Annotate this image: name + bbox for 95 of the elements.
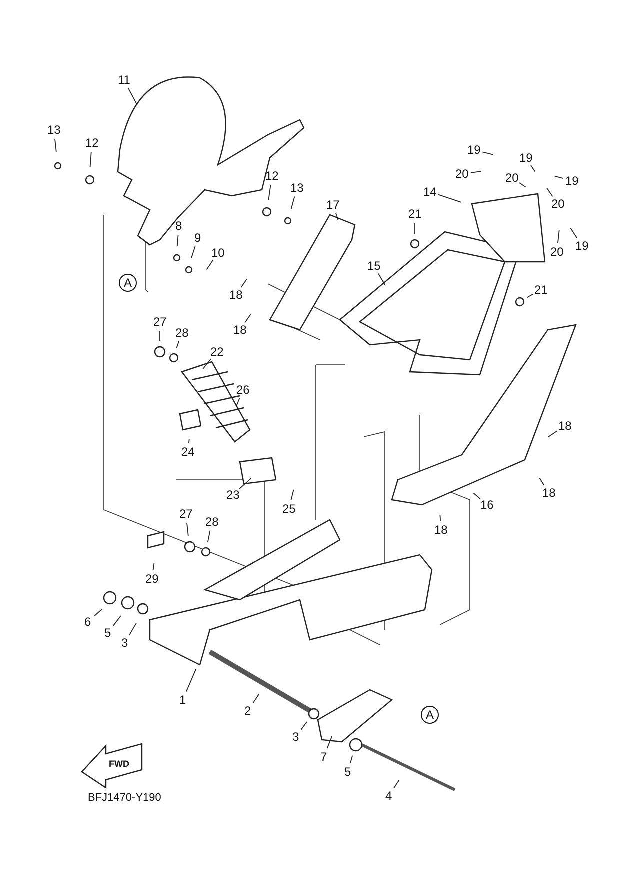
callout-number: 13 <box>48 124 61 136</box>
leader-line <box>176 341 180 349</box>
leader-line <box>240 278 248 288</box>
callout-number: 23 <box>226 489 240 501</box>
leader-line <box>186 669 196 692</box>
callout-number: 15 <box>368 260 381 272</box>
leader-line <box>326 736 333 750</box>
leader-line <box>414 222 416 234</box>
callout-number: 29 <box>146 573 159 585</box>
callout-number: 26 <box>236 384 250 396</box>
leader-line <box>252 694 260 704</box>
leader-line <box>526 294 534 298</box>
leader-line <box>378 273 386 286</box>
leader-line <box>113 616 122 626</box>
callout-number: 18 <box>558 420 572 432</box>
leader-line <box>90 152 92 168</box>
callout-number: 12 <box>86 137 99 149</box>
leader-line <box>539 478 545 486</box>
callout-number: 28 <box>176 327 189 339</box>
leader-line <box>570 228 578 239</box>
callout-number: 13 <box>290 182 304 194</box>
leader-line <box>554 176 564 180</box>
leader-line <box>482 152 494 156</box>
leader-line <box>393 780 400 789</box>
leader-line <box>440 514 442 522</box>
callout-number: 7 <box>320 751 328 763</box>
leader-line <box>519 182 526 188</box>
callout-number: 12 <box>266 170 279 182</box>
callout-number: 20 <box>456 168 469 180</box>
callout-number: 24 <box>182 446 195 458</box>
leader-line <box>188 438 190 444</box>
callout-number: 27 <box>180 508 193 520</box>
leader-line <box>176 234 179 246</box>
callout-number: 25 <box>282 503 296 515</box>
callout-number: 4 <box>386 790 392 802</box>
callout-number: 20 <box>506 172 519 184</box>
callout-number: 28 <box>206 516 219 528</box>
leader-line <box>191 246 196 259</box>
callout-number: 5 <box>344 766 352 778</box>
fwd-label: FWD <box>109 758 130 770</box>
callout-number: 1 <box>180 694 186 706</box>
leader-line <box>268 184 272 200</box>
reference-mark: A <box>421 706 439 724</box>
leader-line <box>186 522 189 536</box>
callout-number: 2 <box>244 705 252 717</box>
leader-line <box>206 260 214 270</box>
leader-line <box>290 196 296 210</box>
leader-line <box>129 622 137 636</box>
leader-line <box>473 492 481 500</box>
leader-line <box>239 478 252 490</box>
callout-number: 18 <box>542 487 556 499</box>
callout-number: 22 <box>210 346 224 358</box>
callout-number: 21 <box>534 284 548 296</box>
callout-number: 3 <box>292 731 300 743</box>
part-code: BFJ1470-Y190 <box>88 792 162 804</box>
callout-number: 19 <box>566 175 579 187</box>
callout-number: 5 <box>104 627 112 639</box>
callout-number: 21 <box>408 208 422 220</box>
leader-line <box>438 194 462 203</box>
callout-number: 9 <box>194 232 202 244</box>
callout-number: 19 <box>576 240 589 252</box>
leader-line <box>152 562 155 571</box>
leader-line <box>244 314 252 324</box>
leader-line <box>236 398 240 406</box>
callout-number: 8 <box>176 220 182 232</box>
callout-number: 27 <box>154 316 167 328</box>
callout-number: 18 <box>230 289 243 301</box>
reference-mark: A <box>119 274 137 292</box>
leader-line <box>530 165 536 172</box>
leader-line <box>290 489 294 501</box>
leader-line <box>548 430 558 438</box>
callout-number: 18 <box>434 524 448 536</box>
callout-number: 20 <box>552 198 565 210</box>
leader-line <box>128 87 138 106</box>
leader-line <box>546 188 554 198</box>
callout-number: 20 <box>550 246 564 258</box>
callout-number: 16 <box>480 499 494 511</box>
callout-number: 18 <box>234 324 247 336</box>
callout-number: 17 <box>326 199 340 211</box>
leader-line <box>54 138 57 152</box>
leader-line <box>470 171 482 174</box>
callout-number: 6 <box>84 616 92 628</box>
leader-line <box>94 608 103 616</box>
callout-number: 3 <box>122 637 128 649</box>
leader-line <box>208 530 211 543</box>
leader-line <box>558 230 560 244</box>
callout-number: 19 <box>520 152 533 164</box>
leader-line <box>300 722 308 730</box>
callout-number: 14 <box>424 186 437 198</box>
callout-number: 11 <box>118 74 130 86</box>
callout-number: 19 <box>468 144 481 156</box>
leader-line <box>350 755 354 764</box>
leader-line <box>336 213 339 221</box>
leader-line <box>202 358 212 370</box>
callout-number: 10 <box>212 247 225 259</box>
